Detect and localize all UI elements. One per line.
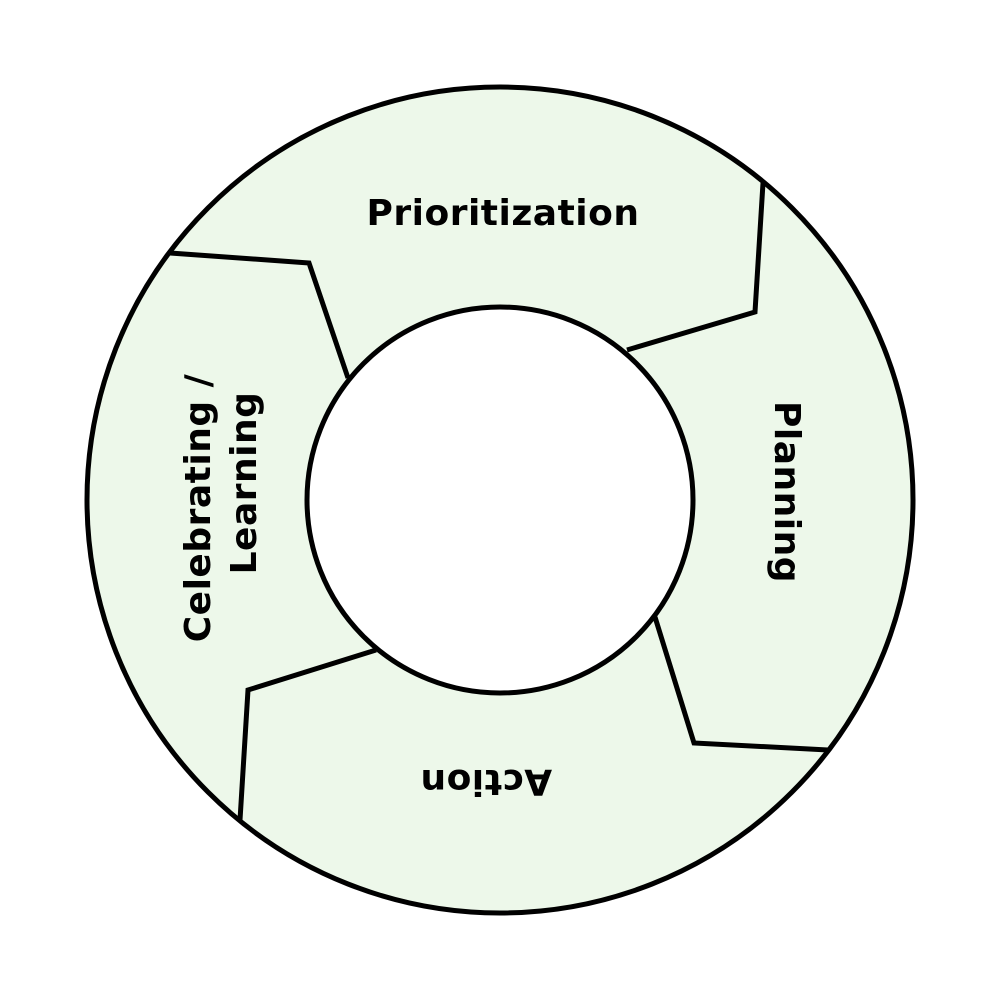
stage-label-planning: Planning xyxy=(766,401,807,583)
divider-action-celebrating xyxy=(237,647,377,821)
divider-planning-action xyxy=(652,616,829,753)
stage-label-celebrating: Celebrating / xyxy=(178,373,219,642)
divider-prioritization-planning xyxy=(626,182,766,353)
stage-label-learning: Learning xyxy=(224,392,265,575)
divider-celebrating-prioritization xyxy=(169,250,351,379)
stage-label-prioritization: Prioritization xyxy=(366,193,639,234)
stage-label-action: Action xyxy=(420,761,552,802)
inner-circle xyxy=(304,304,696,696)
